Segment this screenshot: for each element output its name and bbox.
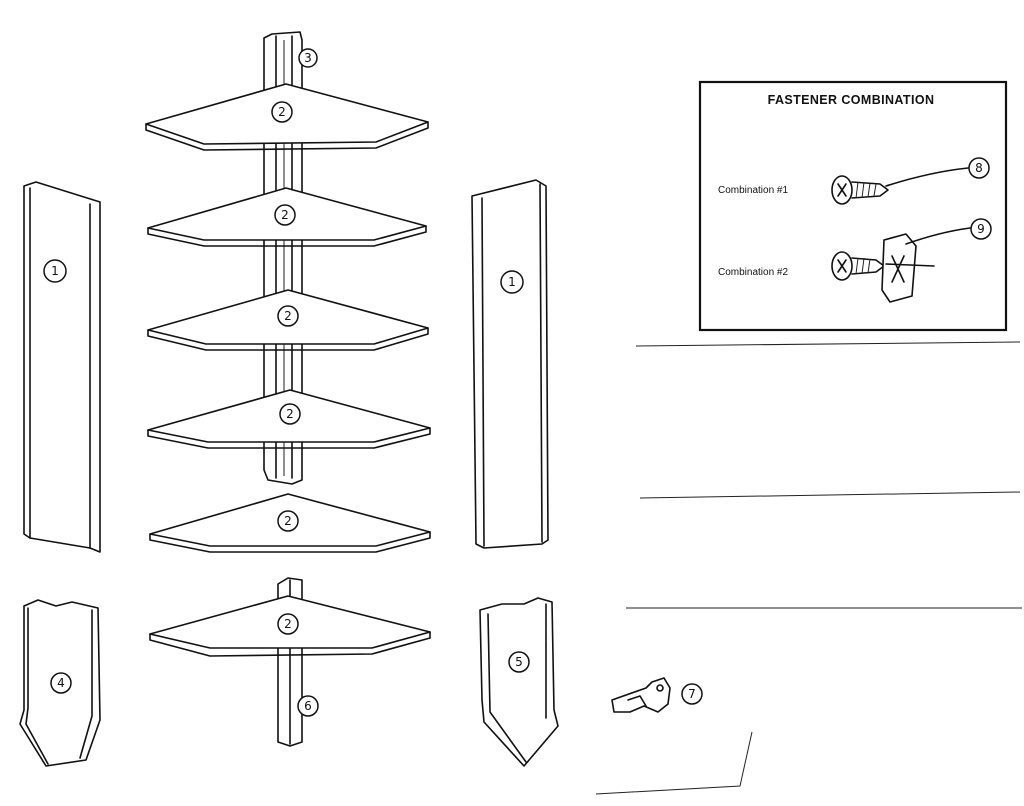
screw-icon [831,175,889,205]
fastener-box-title: FASTENER COMBINATION [768,93,935,107]
clip-part [611,677,671,713]
svg-text:3: 3 [304,51,312,65]
callout-2-shelf-3: 2 [277,305,299,327]
svg-text:4: 4 [57,676,65,690]
svg-text:6: 6 [304,699,312,713]
callout-7: 7 [681,683,703,705]
svg-text:1: 1 [51,264,59,278]
svg-text:2: 2 [284,514,292,528]
leader-9 [905,227,971,245]
combination-2-label: Combination #2 [718,267,788,278]
svg-text:2: 2 [286,407,294,421]
callout-2-shelf-4: 2 [279,403,301,425]
screw-with-nut-icon [831,233,935,303]
callout-3: 3 [298,48,318,68]
fastener-combination-box: FASTENER COMBINATION Combination #1 Comb… [698,80,1008,332]
callout-9: 9 [970,218,992,240]
svg-text:2: 2 [281,208,289,222]
callout-5: 5 [508,651,530,673]
svg-text:2: 2 [278,105,286,119]
callout-4: 4 [50,672,72,694]
side-panel-left [23,181,101,553]
svg-text:7: 7 [688,687,696,701]
svg-text:8: 8 [975,161,983,175]
side-panel-right [471,179,549,549]
callout-2-shelf-2: 2 [274,204,296,226]
svg-text:1: 1 [508,275,516,289]
callout-6: 6 [297,695,319,717]
callout-8: 8 [968,157,990,179]
leader-8 [885,167,969,187]
callout-2-shelf-1: 2 [271,101,293,123]
guide-lines [595,341,1022,795]
base-panel-right [479,597,559,767]
callout-2-shelf-5: 2 [277,510,299,532]
svg-text:2: 2 [284,617,292,631]
callout-1-left: 1 [43,259,67,283]
callout-1-right: 1 [500,270,524,294]
combination-1-label: Combination #1 [718,185,788,196]
callout-2-shelf-6: 2 [277,613,299,635]
svg-text:9: 9 [977,222,985,236]
svg-text:2: 2 [284,309,292,323]
svg-text:5: 5 [515,655,523,669]
